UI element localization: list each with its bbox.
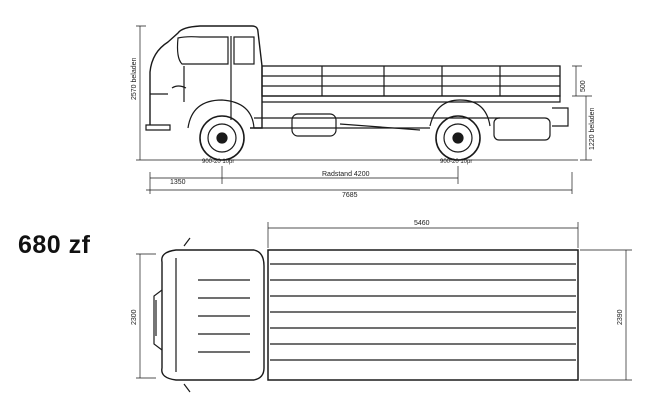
top-view-truck bbox=[153, 237, 579, 393]
dim-wheelbase: Radstand 4200 bbox=[322, 171, 370, 178]
dim-overall-length: 7685 bbox=[342, 192, 358, 199]
tire-label-rear: 900-20 10pr bbox=[440, 159, 472, 165]
dim-side-wall: 500 bbox=[580, 80, 587, 92]
model-title: 680 zf bbox=[18, 231, 91, 259]
dim-width-cab: 2300 bbox=[131, 309, 138, 325]
dim-overhang-front: 1350 bbox=[170, 179, 186, 186]
side-view-dimension-lines bbox=[136, 25, 592, 194]
dim-height-loaded: 2570 beladen bbox=[131, 57, 138, 100]
top-view-dimension-lines bbox=[136, 222, 632, 381]
dim-platform-height: 1220 beladen bbox=[589, 107, 596, 150]
side-view-truck bbox=[145, 25, 569, 161]
dim-width-platform: 2390 bbox=[617, 309, 624, 325]
dim-platform-length: 5460 bbox=[414, 220, 430, 227]
tire-label-front: 900-20 10pr bbox=[202, 159, 234, 165]
